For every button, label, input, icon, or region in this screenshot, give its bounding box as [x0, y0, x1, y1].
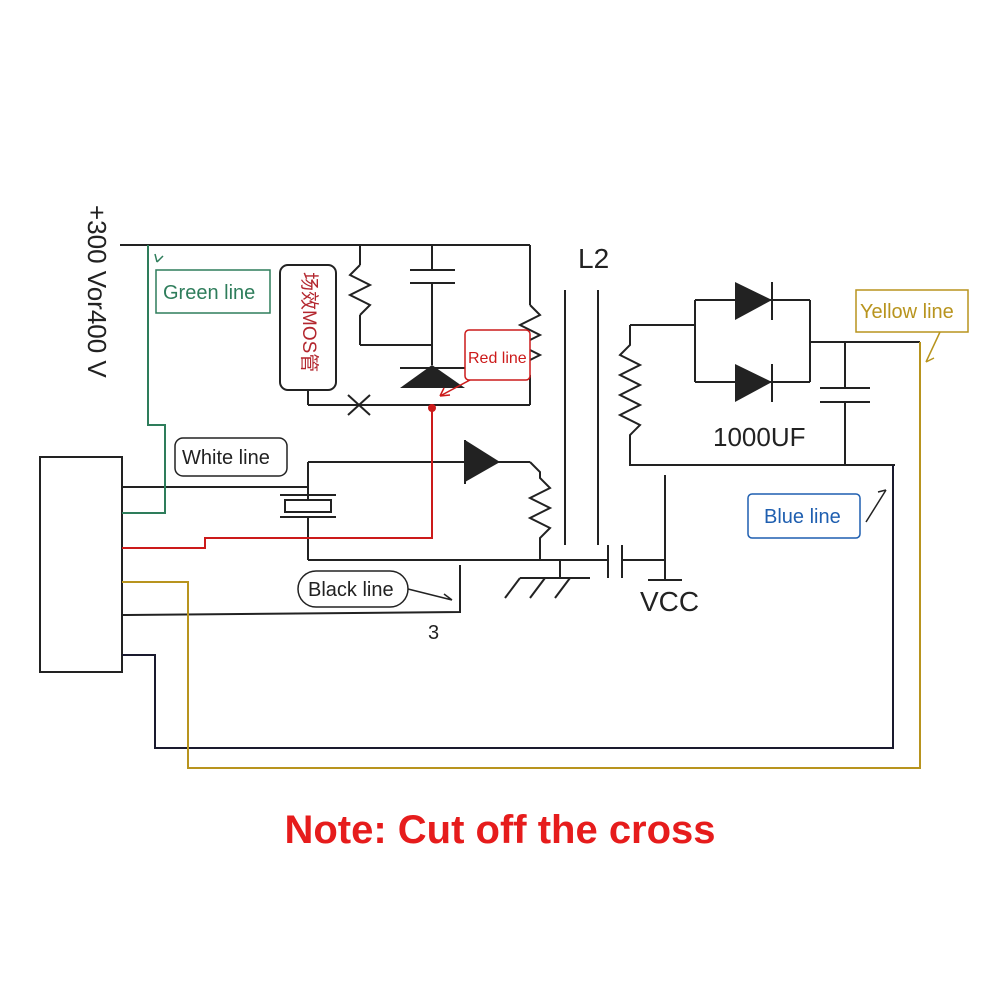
cut-cross-mark [347, 394, 371, 416]
black-line-label: Black line [308, 579, 394, 601]
controller-module [39, 456, 123, 673]
green-line-box [155, 269, 271, 314]
white-line-box [174, 437, 288, 477]
red-line-label: Red line [468, 350, 527, 367]
green-line-label: Green line [163, 282, 255, 304]
mosfet-box [279, 264, 337, 391]
yellow-line-box [855, 289, 969, 333]
blue-line-label: Blue line [764, 506, 841, 528]
green-line-wire [122, 245, 166, 514]
yellow-line-label: Yellow line [860, 301, 954, 323]
mosfet-label: 场效MOS管 [298, 272, 320, 372]
ground-hatch-2 [529, 577, 546, 599]
crystal-body [284, 499, 332, 513]
black-line-wire [121, 565, 461, 616]
pin-3-label: 3 [428, 622, 439, 644]
blue-line-arrow [865, 489, 887, 523]
zener-diode-mosfet [400, 365, 465, 388]
green-line-arrow [154, 253, 164, 263]
ground-hatch-1 [504, 577, 521, 599]
red-line-arrow [439, 379, 471, 397]
blue-line-wire [122, 465, 894, 749]
blue-line-box [747, 493, 861, 539]
aux-winding-resistor [527, 461, 553, 560]
capacitor-value-label: 1000UF [713, 422, 806, 452]
bridge-diode-top [735, 282, 772, 320]
cut-cross-note: Note: Cut off the cross [284, 808, 716, 852]
aux-diode [465, 440, 500, 482]
ground-hatch-3 [554, 577, 571, 599]
transformer-label: L2 [578, 243, 609, 274]
white-line-label: White line [182, 447, 270, 469]
red-line-box [464, 329, 531, 381]
yellow-line-arrow [925, 331, 941, 363]
red-line-wire [122, 408, 433, 549]
black-line-arrow [407, 588, 453, 601]
red-line-node [428, 404, 436, 412]
secondary-winding [617, 325, 895, 466]
voltage-label: +300 Vor400 V [82, 205, 112, 378]
vcc-label: VCC [640, 586, 699, 617]
yellow-line-wire [122, 342, 921, 769]
resistor-left [347, 264, 373, 316]
bridge-diode-bottom [735, 364, 772, 402]
